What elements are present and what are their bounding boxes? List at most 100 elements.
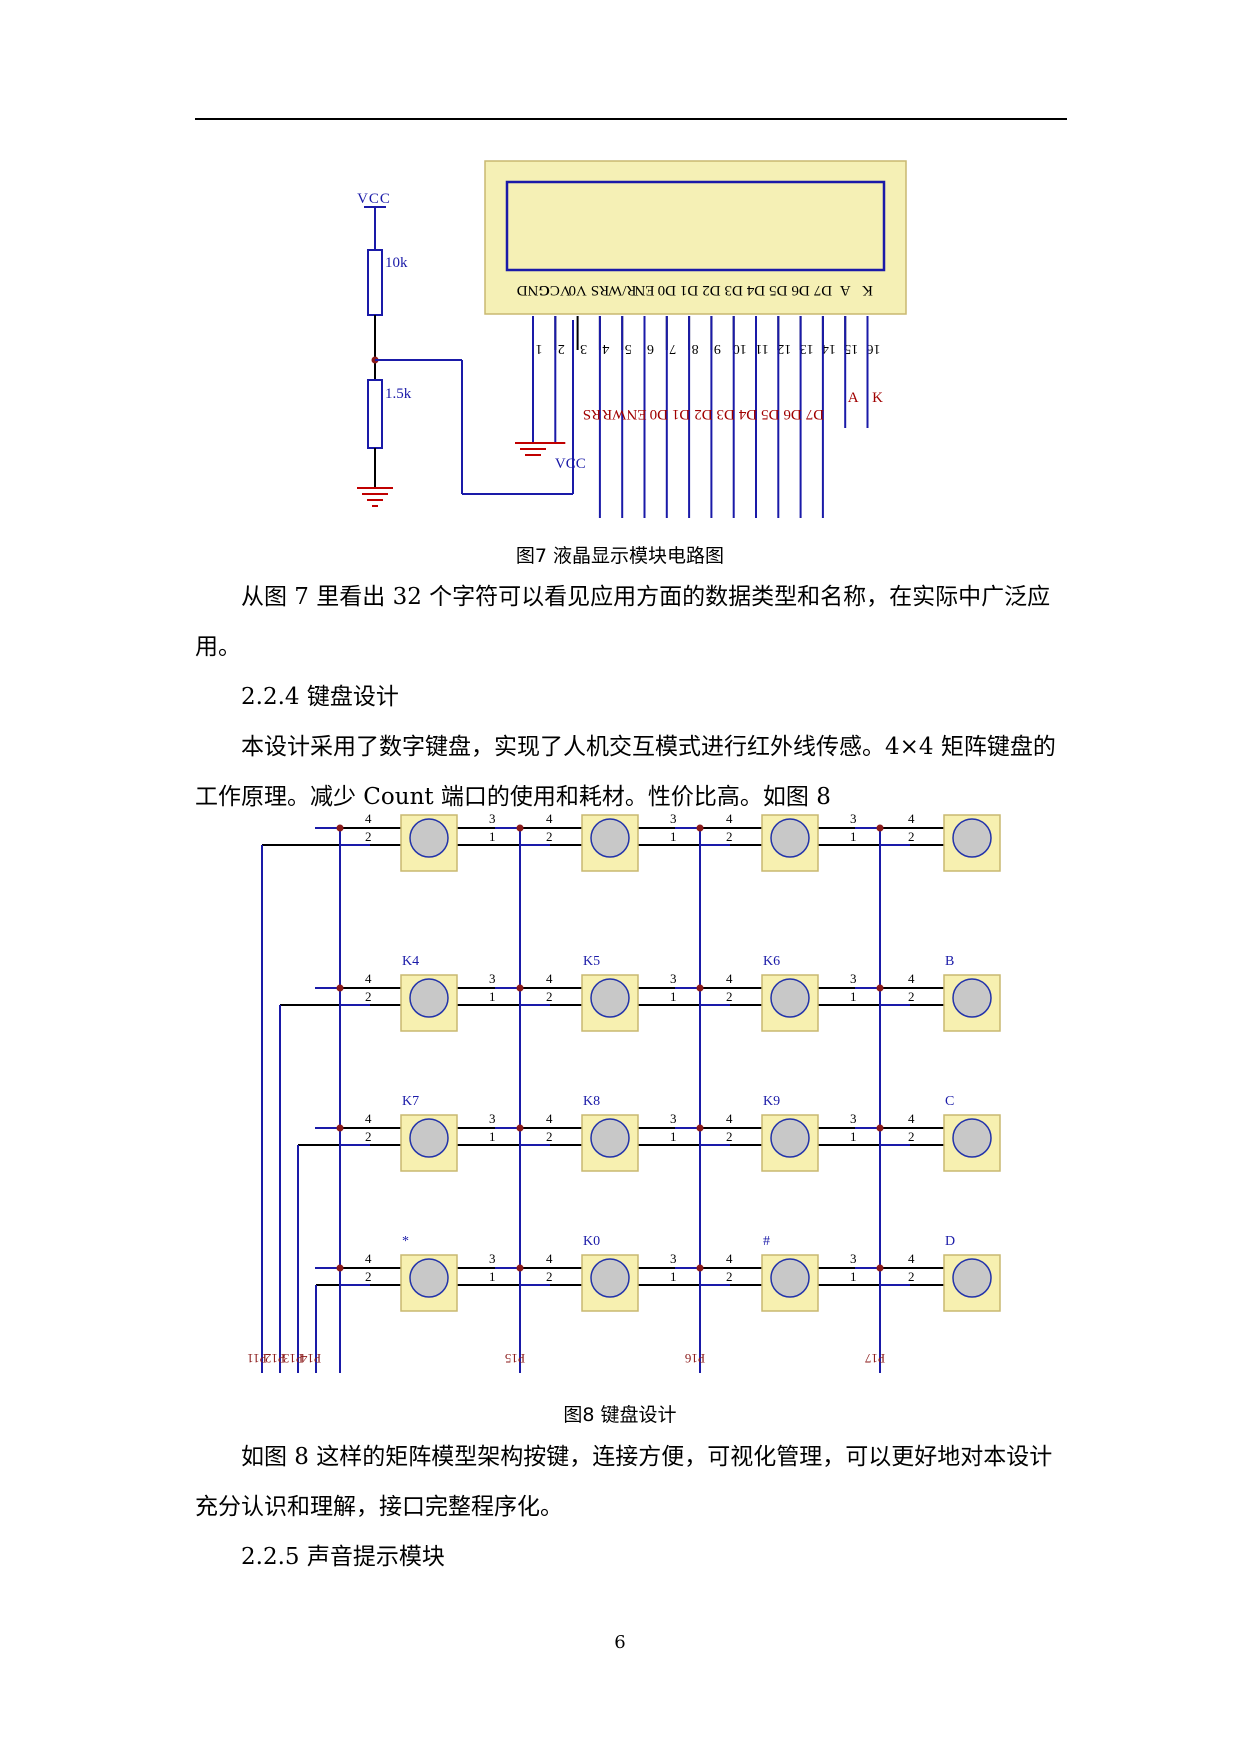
lcd-pin-name: GND bbox=[517, 282, 550, 298]
resistor-10k-label: 10k bbox=[385, 255, 408, 271]
port-label: P15 bbox=[505, 1351, 525, 1366]
key-label: K6 bbox=[763, 954, 780, 969]
pin-number: 2 bbox=[908, 1269, 915, 1284]
pin-number: 2 bbox=[546, 1129, 553, 1144]
pin-number: 4 bbox=[546, 971, 553, 986]
junction bbox=[696, 824, 704, 832]
pin-number: 1 bbox=[850, 1269, 857, 1284]
junction bbox=[516, 824, 524, 832]
port-label: P13 bbox=[283, 1351, 303, 1366]
junction bbox=[696, 984, 704, 992]
pin-number: 1 bbox=[489, 989, 496, 1004]
lcd-pin-number: 10 bbox=[733, 341, 747, 356]
lcd-pin-name: K bbox=[862, 282, 873, 298]
pin-number: 2 bbox=[365, 989, 372, 1004]
lcd-pin-number: 4 bbox=[602, 341, 609, 356]
paragraph-2: 本设计采用了数字键盘，实现了人机交互模式进行红外线传感。4×4 矩阵键盘的工作原… bbox=[195, 734, 1056, 810]
key-label: K8 bbox=[583, 1094, 600, 1109]
net-label: D4 bbox=[738, 406, 757, 422]
pin-number: 1 bbox=[489, 1269, 496, 1284]
lcd-pin-name: R/W bbox=[607, 282, 636, 298]
pin-number: 2 bbox=[908, 989, 915, 1004]
lcd-pin-name: D0 bbox=[658, 282, 676, 298]
pin-number: 2 bbox=[908, 1129, 915, 1144]
pin-number: 1 bbox=[670, 1129, 677, 1144]
lcd-pin-number: 8 bbox=[692, 341, 699, 356]
key-label: C bbox=[945, 1094, 954, 1109]
key-button bbox=[952, 978, 992, 1018]
figure7-caption: 图7 液晶显示模块电路图 bbox=[515, 545, 725, 567]
net-label: D7 bbox=[805, 406, 824, 422]
lcd-pin-name: D4 bbox=[746, 282, 765, 298]
net-label: D6 bbox=[783, 406, 802, 422]
junction bbox=[336, 824, 344, 832]
lcd-module bbox=[484, 160, 907, 315]
vcc-gnd-label: VCC bbox=[555, 456, 586, 472]
header-rule bbox=[195, 118, 1067, 120]
key-label: * bbox=[402, 1234, 409, 1249]
key-label: # bbox=[763, 1234, 770, 1249]
pin-number: 3 bbox=[670, 1251, 677, 1266]
lcd-pin-number: 5 bbox=[625, 341, 632, 356]
paragraph-1: 从图 7 里看出 32 个字符可以看见应用方面的数据类型和名称，在实际中广泛应用… bbox=[195, 584, 1051, 660]
pin-number: 2 bbox=[726, 829, 733, 844]
vcc-label: VCC bbox=[357, 191, 391, 207]
pin-number: 4 bbox=[365, 1251, 372, 1266]
pin-number: 4 bbox=[908, 811, 915, 826]
paragraph-3: 如图 8 这样的矩阵模型架构按键，连接方便，可视化管理，可以更好地对本设计充分认… bbox=[195, 1444, 1053, 1520]
key-label: K5 bbox=[583, 954, 600, 969]
port-label: P11 bbox=[247, 1351, 267, 1366]
lcd-pin-name: D5 bbox=[769, 282, 787, 298]
lcd-pin-name: D1 bbox=[680, 282, 698, 298]
junction bbox=[516, 1124, 524, 1132]
lcd-pin-number: 14 bbox=[822, 341, 836, 356]
pin-number: 4 bbox=[726, 971, 733, 986]
junction bbox=[876, 1264, 884, 1272]
key-button bbox=[770, 818, 810, 858]
junction bbox=[516, 1264, 524, 1272]
lcd-pin-number: 2 bbox=[558, 341, 565, 356]
lcd-pin-name: D6 bbox=[791, 282, 810, 298]
pin-number: 1 bbox=[850, 989, 857, 1004]
net-label: D2 bbox=[694, 406, 712, 422]
pin-number: 2 bbox=[365, 1269, 372, 1284]
pin-number: 1 bbox=[489, 1129, 496, 1144]
pin-number: 3 bbox=[850, 811, 857, 826]
key-label: K0 bbox=[583, 1234, 600, 1249]
junction bbox=[696, 1124, 704, 1132]
lcd-pin-name: VCC bbox=[540, 282, 571, 298]
pin-number: 4 bbox=[908, 1111, 915, 1126]
pin-number: 4 bbox=[365, 1111, 372, 1126]
pin-number: 3 bbox=[489, 811, 496, 826]
key-button bbox=[409, 818, 449, 858]
lcd-pin-number: 15 bbox=[844, 341, 858, 356]
net-label: WR bbox=[602, 406, 626, 422]
key-button bbox=[952, 818, 992, 858]
port-label: P16 bbox=[684, 1351, 705, 1366]
net-label: RS bbox=[583, 406, 601, 422]
figure8-caption: 图8 键盘设计 bbox=[563, 1404, 677, 1426]
pin-number: 1 bbox=[670, 1269, 677, 1284]
key-button bbox=[952, 1258, 992, 1298]
key-button bbox=[409, 1258, 449, 1298]
lcd-pin-number: 12 bbox=[777, 341, 791, 356]
lcd-circuit-diagram: VCC10k1.5kGND1VCC2V03RS4R/W5EN6D07D18D29… bbox=[357, 160, 907, 518]
pin-number: 3 bbox=[489, 1111, 496, 1126]
pin-number: 1 bbox=[489, 829, 496, 844]
key-label: D bbox=[945, 1234, 955, 1249]
lcd-pin-name: A bbox=[840, 282, 851, 298]
port-label: P17 bbox=[864, 1351, 885, 1366]
page-number: 6 bbox=[614, 1632, 626, 1653]
net-label-a: A bbox=[848, 390, 859, 406]
net-label: D5 bbox=[761, 406, 779, 422]
pin-number: 4 bbox=[726, 811, 733, 826]
pin-number: 2 bbox=[546, 1269, 553, 1284]
pin-number: 2 bbox=[908, 829, 915, 844]
net-label: D3 bbox=[717, 406, 735, 422]
pin-number: 4 bbox=[726, 1111, 733, 1126]
lcd-pin-name: D3 bbox=[725, 282, 743, 298]
pin-number: 3 bbox=[670, 811, 677, 826]
junction bbox=[876, 1124, 884, 1132]
junction bbox=[876, 984, 884, 992]
